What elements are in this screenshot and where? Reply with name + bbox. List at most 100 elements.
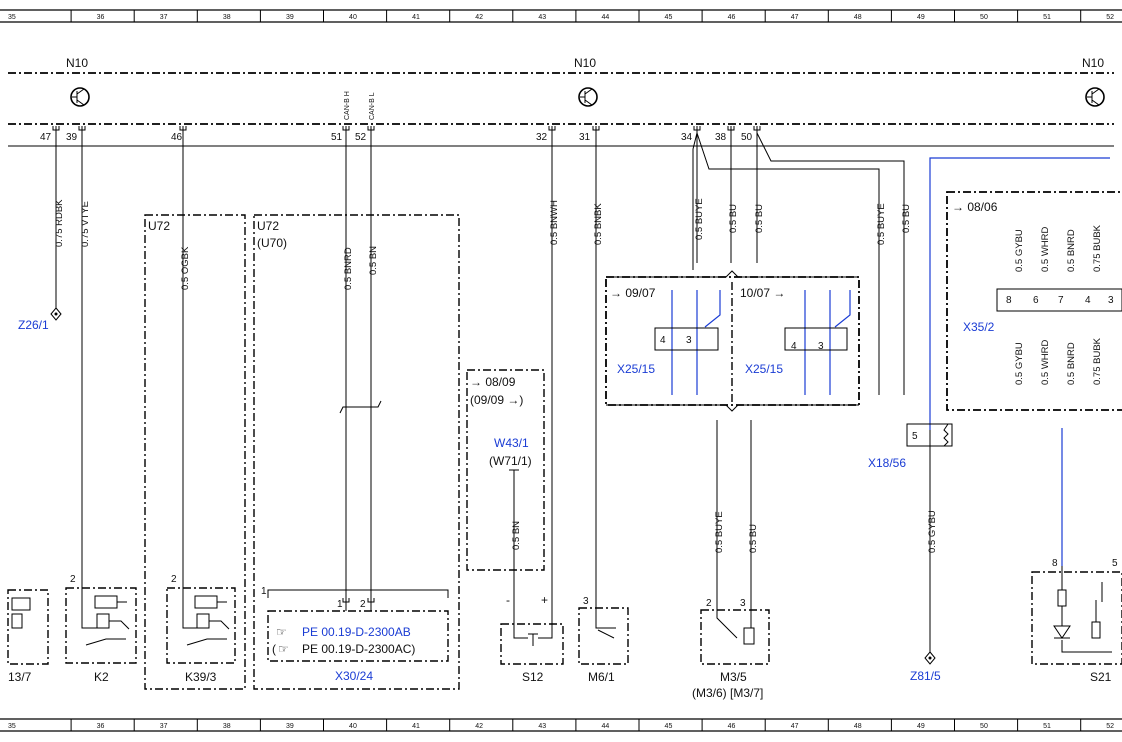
svg-text:0.5 WHRD: 0.5 WHRD <box>1040 226 1051 272</box>
svg-text:2: 2 <box>706 598 712 609</box>
grid-column-label: 48 <box>854 14 862 21</box>
grid-column-label: 43 <box>538 723 546 730</box>
wire-labels: 0.75 RDBK 0.75 VTYE 0.5 OGBK 0.5 BNRD 0.… <box>54 198 1103 553</box>
svg-text:4: 4 <box>1085 295 1091 306</box>
m3-5-motor: 2 3 <box>700 598 770 665</box>
svg-text:0.5 BUYE: 0.5 BUYE <box>694 198 705 240</box>
grid-column-label: 36 <box>97 14 105 21</box>
splice-icon <box>50 307 62 321</box>
grid-column-label: 49 <box>917 723 925 730</box>
z81-5-link[interactable]: Z81/5 <box>910 669 941 683</box>
x25-15-connector-block: → 09/07 10/07 → 4 3 4 3 <box>605 270 860 412</box>
svg-text:4: 4 <box>660 335 666 346</box>
x35-2-link[interactable]: X35/2 <box>963 320 995 334</box>
grid-column-label: 51 <box>1043 723 1051 730</box>
svg-text:2: 2 <box>70 574 76 585</box>
x18-56-connector: 5 <box>906 423 953 447</box>
grid-column-label: 47 <box>791 14 799 21</box>
svg-text:(W71/1): (W71/1) <box>489 454 532 468</box>
n10-pin-labels: 47 39 46 51 52 32 31 34 38 50 CAN-B H CA… <box>40 91 753 143</box>
k39-3-label: K39/3 <box>185 670 217 684</box>
m6-1-label: M6/1 <box>588 670 615 684</box>
k2-label: K2 <box>94 670 109 684</box>
relay-k2: 2 <box>65 574 137 664</box>
grid-column-label: 45 <box>665 723 673 730</box>
grid-column-label: 37 <box>160 14 168 21</box>
svg-text:3: 3 <box>818 341 824 352</box>
x30-24-connector: 1 1 2 ☞ PE 00.19-D-2300AB ( ☞ PE 00.19-D… <box>261 586 449 662</box>
grid-column-label: 35 <box>8 723 16 730</box>
s21-switch: 8 5 <box>1031 558 1122 665</box>
svg-text:PE 00.19-D-2300AC): PE 00.19-D-2300AC) <box>302 642 415 656</box>
svg-text:39: 39 <box>66 132 78 143</box>
svg-text:47: 47 <box>40 132 52 143</box>
m3-5-label: M3/5 <box>720 670 747 684</box>
grid-column-label: 38 <box>223 723 231 730</box>
svg-text:0.5 BU: 0.5 BU <box>748 524 759 553</box>
m6-1-motor: 3 <box>578 596 629 665</box>
grid-column-label: 46 <box>728 723 736 730</box>
grid-column-label: 52 <box>1106 14 1114 21</box>
grid-column-label: 39 <box>286 14 294 21</box>
relay-13-7-label: 13/7 <box>8 670 32 684</box>
x35-2-connector-block: → 08/06 8 6 7 4 3 <box>946 191 1122 411</box>
svg-text:0.5 BNRD: 0.5 BNRD <box>1066 229 1077 272</box>
x25-15-link[interactable]: X25/15 <box>745 362 783 376</box>
svg-text:0.5 BU: 0.5 BU <box>754 204 765 233</box>
svg-text:8: 8 <box>1052 558 1058 569</box>
svg-text:0.5 BNBK: 0.5 BNBK <box>593 203 604 245</box>
transistor-icon <box>1085 87 1105 107</box>
svg-text:CAN-B L: CAN-B L <box>369 92 376 120</box>
svg-text:-: - <box>506 593 510 607</box>
svg-text:34: 34 <box>681 132 693 143</box>
svg-text:0.5 GYBU: 0.5 GYBU <box>1014 229 1025 272</box>
grid-column-label: 40 <box>349 723 357 730</box>
hand-pointer-icon: ☞ <box>276 625 287 639</box>
m3-6-label: (M3/6) [M3/7] <box>692 686 763 700</box>
transistor-icon <box>578 87 598 107</box>
svg-text:52: 52 <box>355 132 367 143</box>
n10-label: N10 <box>66 56 88 70</box>
hand-pointer-icon: ☞ <box>278 642 289 656</box>
svg-text:0.75 VTYE: 0.75 VTYE <box>80 201 91 247</box>
svg-text:6: 6 <box>1033 295 1039 306</box>
grid-column-label: 50 <box>980 14 988 21</box>
svg-text:3: 3 <box>583 596 589 607</box>
w43-1-link[interactable]: W43/1 <box>494 436 529 450</box>
svg-text:U72: U72 <box>257 219 279 233</box>
svg-text:4: 4 <box>791 341 797 352</box>
svg-text:32: 32 <box>536 132 548 143</box>
svg-text:2: 2 <box>171 574 177 585</box>
s21-label: S21 <box>1090 670 1112 684</box>
svg-text:46: 46 <box>171 132 183 143</box>
svg-text:3: 3 <box>686 335 692 346</box>
svg-text:8: 8 <box>1006 295 1012 306</box>
x30-24-link[interactable]: X30/24 <box>335 669 373 683</box>
grid-column-label: 42 <box>475 14 483 21</box>
x18-56-link[interactable]: X18/56 <box>868 456 906 470</box>
relay-13-7 <box>7 589 49 665</box>
svg-text:0.75 RDBK: 0.75 RDBK <box>54 199 65 247</box>
svg-text:U72: U72 <box>148 219 170 233</box>
grid-column-label: 43 <box>538 14 546 21</box>
svg-text:51: 51 <box>331 132 343 143</box>
x25-15-link[interactable]: X25/15 <box>617 362 655 376</box>
svg-text:CAN-B H: CAN-B H <box>344 91 351 120</box>
splice-icon <box>924 651 936 665</box>
svg-text:→ 08/06: → 08/06 <box>952 200 998 214</box>
z26-1-link[interactable]: Z26/1 <box>18 318 49 332</box>
grid-column-label: 41 <box>412 14 420 21</box>
grid-column-label: 49 <box>917 14 925 21</box>
svg-text:(09/09 →): (09/09 →) <box>470 393 523 407</box>
svg-text:3: 3 <box>740 598 746 609</box>
grid-column-label: 44 <box>601 14 609 21</box>
svg-text:→ 08/09: → 08/09 <box>470 375 516 389</box>
wire-paths <box>55 132 1110 652</box>
svg-text:0.5 WHRD: 0.5 WHRD <box>1040 339 1051 385</box>
svg-text:0.5 GYBU: 0.5 GYBU <box>927 510 938 553</box>
svg-text:0.5 BU: 0.5 BU <box>901 204 912 233</box>
pe-ab-link[interactable]: PE 00.19-D-2300AB <box>302 625 411 639</box>
svg-text:5: 5 <box>1112 558 1118 569</box>
